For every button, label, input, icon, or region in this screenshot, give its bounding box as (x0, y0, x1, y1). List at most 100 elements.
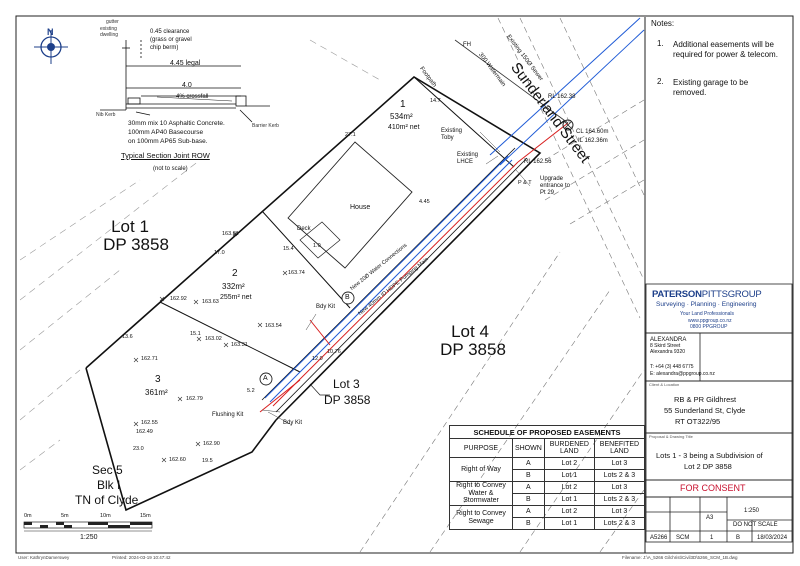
level-163-31: 163.31 (231, 342, 248, 348)
level-162-49: 162.49 (136, 429, 153, 435)
new-lot-1-num: 1 (400, 99, 406, 110)
schedule-shown: B (511, 493, 545, 507)
section-gutter: gutter (106, 19, 119, 25)
deck-label: Deck (297, 226, 311, 232)
deck-outline (299, 221, 341, 259)
schedule-title: SCHEDULE OF PROPOSED EASEMENTS (449, 425, 645, 439)
easement-b-marker: B (345, 294, 350, 301)
schedule-header-shown: SHOWN (511, 438, 545, 458)
tb-date: 18/03/2024 (757, 535, 788, 541)
schedule-header-purpose: PURPOSE (449, 438, 513, 458)
tb-do-not-scale: DO NOT SCALE (733, 522, 778, 528)
sewer-manhole (562, 119, 574, 131)
section-nib-kerb: Nib Kerb (96, 112, 116, 118)
level-162-92: 162.92 (170, 296, 187, 302)
lot4-dp-line2: DP 3858 (440, 340, 506, 359)
lot1-dp-line1: Lot 1 (111, 217, 149, 236)
section-legal-width: 4.45 legal (170, 60, 201, 67)
company-services: Surveying · Planning · Engineering (656, 301, 757, 308)
schedule-burdened: Lot 2 (543, 480, 595, 495)
proposal-line-1: Lots 1 - 3 being a Subdivision of (656, 451, 763, 460)
cl-label: CL 164.60m (576, 129, 609, 135)
company-phone: 0800 PPGROUP (690, 324, 728, 330)
sec5-line3: TN of Clyde (75, 493, 139, 507)
scale-tick-0: 0m (24, 513, 32, 519)
level-markers (133, 231, 288, 463)
dim-4-45: 4.45 (419, 199, 430, 205)
parcel-boundary (85, 76, 542, 512)
sec5-line1: Sec 5 (92, 463, 123, 477)
dim-10-76: 10.76 (327, 349, 341, 355)
schedule-benefited: Lot 3 (593, 505, 646, 519)
dim-14-7: 14.7 (430, 98, 441, 104)
client-line-1: RB & PR Gildhrest (674, 395, 737, 404)
dim-23-0: 23.0 (133, 446, 144, 452)
section-spec-2: 100mm AP40 Basecourse (128, 129, 204, 136)
il-label: IL 162.36m (578, 138, 608, 144)
new-lot-3-num: 3 (155, 374, 161, 385)
schedule-benefited: Lots 2 & 3 (593, 469, 646, 482)
sec5-line2: Blk I (97, 478, 121, 492)
new-lot-2-num: 2 (232, 268, 238, 279)
section-barrier-kerb: Barrier Kerb (252, 123, 279, 129)
section-crossfall: 4% crossfall (176, 94, 209, 100)
schedule-purpose-row: Right of Way (449, 457, 513, 482)
schedule-burdened: Lot 2 (543, 505, 595, 519)
footer-user: User: KathrynDamerswey (18, 555, 70, 560)
logo-part-3: GROUP (727, 289, 762, 300)
client-label: Client & Location (649, 382, 680, 387)
logo-part-1: PATERSON (652, 289, 702, 300)
schedule-header-benefited: BENEFITED LAND (593, 438, 646, 458)
office-addr-1: 8 Skird Street (650, 343, 681, 349)
level-162-71: 162.71 (141, 356, 158, 362)
section-spec-3: on 100mm AP65 Sub-base. (128, 138, 208, 145)
dim-27-1: 27.1 (345, 132, 356, 138)
dim-1-0: 1.0 (313, 243, 321, 249)
water-connection-pipes (264, 17, 645, 403)
schedule-shown: A (511, 480, 545, 495)
schedule-burdened: Lot 2 (543, 457, 595, 470)
tb-job-number: A5266 (650, 535, 668, 541)
office-addr-2: Alexandra 9320 (650, 349, 686, 355)
new-lot-3-area: 361m² (145, 388, 168, 397)
scale-bar-graphic (23, 521, 153, 532)
status-for-consent: FOR CONSENT (680, 483, 746, 493)
dim-15-1: 15.1 (190, 331, 201, 337)
schedule-purpose-sewage: Right to Convey Sewage (449, 505, 513, 531)
lot4-dp-line1: Lot 4 (451, 322, 489, 341)
house-label: House (350, 204, 371, 211)
schedule-purpose-water: Right to Convey Water & Stormwater (449, 480, 513, 507)
company-web: www.ppgroup.co.nz (688, 318, 732, 324)
dim-17-0: 17.0 (214, 250, 225, 256)
schedule-burdened: Lot 1 (543, 493, 595, 507)
client-line-3: RT OT322/95 (675, 417, 721, 426)
section-width: 4.0 (182, 82, 192, 89)
flushing-kit-label: Flushing Kit (212, 412, 244, 418)
office-email: E: alexandra@ppgroup.co.nz (650, 371, 715, 377)
dim-13-6: 13.6 (122, 334, 133, 340)
section-title: Typical Section Joint ROW (121, 151, 210, 160)
footer-printed: Printed: 2024-03-19 10:47:42 (112, 555, 171, 560)
schedule-burdened: Lot 1 (543, 517, 595, 531)
tb-drawing: SCM (676, 535, 690, 541)
section-subtitle: (not to scale) (153, 166, 188, 172)
office-tel: T: +64 (3) 448 6775 (650, 364, 694, 370)
level-163-63: 163.63 (202, 299, 219, 305)
schedule-shown: A (511, 505, 545, 519)
dim-15-4: 15.4 (283, 246, 294, 252)
north-label: N (47, 27, 54, 37)
scale-tick-10: 10m (100, 513, 111, 519)
upgrade-entrance-label: Upgrade entrance to Pt 29 (540, 176, 571, 197)
lot1-dp-line2: DP 3858 (103, 235, 169, 254)
bdy-kit-label-1: Bdy Kit (316, 304, 336, 310)
schedule-burdened: Lot 1 (543, 469, 595, 482)
schedule-benefited: Lots 2 & 3 (593, 493, 646, 507)
level-162-60: 162.60 (169, 457, 186, 463)
easement-schedule-table: SCHEDULE OF PROPOSED EASEMENTS PURPOSE S… (449, 425, 646, 531)
section-clearance-2: (grass or gravel (150, 37, 192, 43)
schedule-shown: B (511, 517, 545, 531)
rl-16256-label: RL 162.56 (524, 159, 552, 165)
level-162-90: 162.90 (203, 441, 220, 447)
